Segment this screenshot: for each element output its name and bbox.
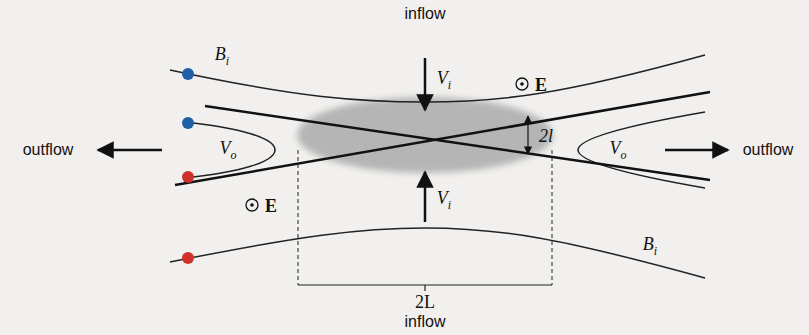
plasma-dot — [182, 171, 194, 183]
dimension-label: 2l — [539, 127, 553, 145]
velocity-label: Vo — [220, 139, 237, 161]
velocity-label: Vi — [437, 69, 451, 91]
flow-label: outflow — [743, 142, 794, 158]
dimension-line — [552, 150, 553, 285]
flow-label: inflow — [405, 6, 446, 22]
separatrix — [205, 106, 710, 180]
out-of-page-symbol — [250, 203, 254, 207]
dimension-bracket — [424, 285, 425, 291]
dimension-line — [298, 150, 299, 285]
field-line — [170, 55, 705, 102]
field-label: Bi — [643, 235, 657, 257]
out-of-page-symbol — [246, 199, 258, 211]
velocity-label: Vo — [610, 139, 627, 161]
plasma-dot — [182, 68, 194, 80]
field-label: Bi — [215, 45, 229, 67]
velocity-label: Vi — [437, 189, 451, 211]
inflow-arrow — [424, 172, 427, 222]
out-of-page-symbol — [516, 78, 528, 90]
field-line — [170, 228, 705, 278]
separatrix — [175, 92, 710, 185]
plasma-dot — [182, 117, 194, 129]
field-label: E — [265, 197, 277, 215]
inflow-arrow — [424, 58, 427, 110]
plasma-dot — [182, 252, 194, 264]
out-of-page-symbol — [520, 82, 524, 86]
flow-label: inflow — [405, 314, 446, 330]
outflow-arrow — [98, 149, 162, 152]
flow-label: outflow — [23, 142, 74, 158]
field-label: E — [535, 76, 547, 94]
dimension-label: 2L — [415, 293, 435, 311]
dimension-arrow — [527, 116, 528, 154]
outflow-arrow — [665, 149, 728, 152]
